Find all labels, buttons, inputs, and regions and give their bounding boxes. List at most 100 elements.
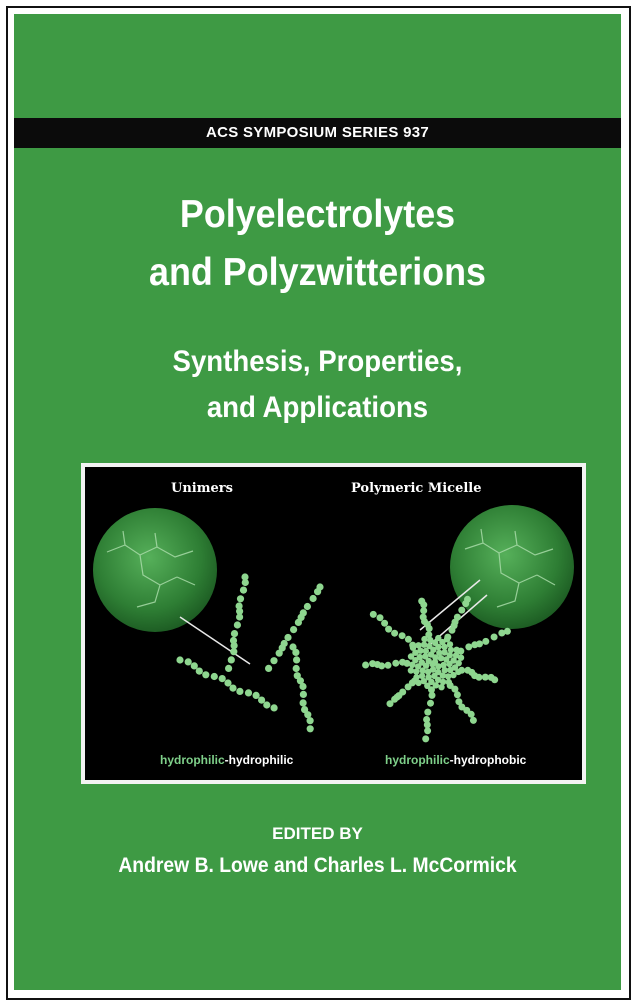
polymer-bead (303, 602, 311, 611)
polymer-bead (439, 638, 446, 646)
caption-micelle-part2: hydrophobic (453, 753, 527, 767)
polymer-bead (412, 649, 419, 656)
polymer-bead (425, 631, 433, 639)
polymer-bead (475, 673, 483, 681)
polymer-bead (490, 633, 498, 641)
polymer-bead (184, 658, 192, 666)
polymer-bead (244, 689, 253, 697)
caption-micelle-part1: hydrophilic (385, 753, 450, 767)
polymer-bead (451, 685, 459, 693)
polymer-bead (236, 613, 244, 621)
polymer-bead (190, 662, 198, 670)
polymer-bead (407, 667, 415, 674)
polymer-bead (239, 586, 248, 594)
polymer-bead (258, 696, 266, 704)
polymer-bead (432, 682, 439, 689)
polymer-bead (236, 687, 244, 695)
polymer-bead (270, 657, 278, 665)
polymer-bead (230, 648, 238, 656)
polymer-bead (195, 667, 203, 675)
polymer-bead (458, 666, 466, 674)
polymer-bead (427, 699, 434, 707)
polymer-bead (428, 686, 435, 694)
polymer-bead (465, 643, 473, 651)
polymer-bead (440, 661, 447, 669)
polymer-bead (233, 621, 241, 629)
polymer-bead (429, 666, 437, 673)
polymer-bead (235, 602, 243, 610)
polymer-bead (369, 610, 377, 618)
polymer-bead (452, 652, 460, 659)
caption-unimers-part1: hydrophilic (160, 753, 225, 767)
polymer-bead (441, 643, 448, 651)
polymer-bead (424, 668, 432, 675)
polymer-bead (399, 658, 406, 666)
caption-unimers: hydrophilic-hydrophilic (160, 753, 293, 767)
polymer-bead (290, 626, 298, 634)
polymer-bead (425, 657, 432, 665)
polymer-bead (412, 657, 419, 664)
polymer-bead (304, 711, 312, 719)
polymer-bead (299, 682, 307, 691)
polymer-bead (362, 661, 370, 669)
polymer-bead (469, 716, 477, 724)
polymer-bead (447, 646, 455, 654)
polymer-bead (422, 653, 429, 660)
polymer-bead (438, 684, 445, 691)
polymer-bead (202, 671, 210, 679)
book-title: Polyelectrolytes and Polyzwitterions (38, 186, 596, 302)
polymer-bead (292, 648, 300, 656)
polymer-bead (439, 678, 447, 686)
polymer-bead (418, 672, 426, 680)
polymer-bead (252, 691, 260, 699)
polymer-bead (292, 664, 300, 673)
polymer-bead (421, 635, 428, 643)
polymer-bead (420, 607, 428, 615)
polymer-bead (437, 655, 445, 662)
polymer-bead (427, 651, 435, 658)
polymer-illustration (93, 505, 574, 743)
polymer-bead (431, 639, 439, 646)
polymer-bead (434, 676, 442, 683)
polymer-bead (446, 652, 453, 659)
polymer-bead (229, 684, 237, 692)
polymer-bead (404, 635, 412, 643)
polymer-bead (369, 660, 377, 668)
polymer-bead (236, 607, 244, 615)
polymer-bead (435, 663, 442, 670)
polymer-bead (306, 725, 314, 733)
polymer-bead (422, 647, 429, 655)
polymer-bead (419, 667, 426, 674)
polymer-bead (384, 661, 392, 669)
molecule-structure-left (106, 530, 196, 608)
polymer-bead (415, 642, 422, 649)
polymer-bead (481, 673, 489, 681)
polymer-bead (385, 625, 393, 633)
polymer-bead (436, 649, 443, 656)
polymer-bead (391, 695, 399, 703)
polymer-bead (284, 633, 292, 642)
polymer-bead (418, 597, 426, 605)
polymer-bead (224, 679, 232, 687)
polymer-bead (414, 663, 422, 670)
polymer-bead (293, 656, 301, 664)
polymer-bead (450, 657, 457, 664)
polymer-bead (376, 614, 384, 622)
title-line-2: and Polyzwitterions (149, 251, 486, 294)
caption-unimers-part2: hydrophilic (228, 753, 294, 767)
polymer-bead (441, 667, 448, 674)
polymer-bead (435, 634, 442, 642)
book-cover: ACS SYMPOSIUM SERIES 937 Polyelectrolyte… (14, 14, 621, 990)
polymer-bead (275, 649, 283, 657)
polymer-bead (241, 578, 249, 587)
polymer-bead (453, 613, 461, 621)
polymer-bead (423, 716, 431, 723)
polymer-bead (498, 629, 506, 637)
polymer-bead (426, 642, 433, 650)
polymer-bead (407, 653, 415, 660)
polymer-bead (265, 664, 273, 672)
polymer-bead (455, 660, 462, 667)
polymer-bead (428, 678, 435, 686)
caption-micelle: hydrophilic-hydrophobic (385, 753, 526, 767)
polymer-bead (278, 644, 286, 652)
